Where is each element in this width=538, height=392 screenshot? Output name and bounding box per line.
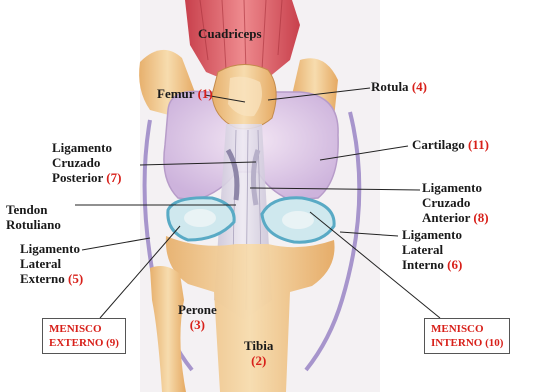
label-ligamento-lateral-externo: Ligamento Lateral Externo (5) [20, 241, 83, 286]
label-ligamento-cruzado-posterior: Ligamento Cruzado Posterior (7) [52, 140, 121, 185]
label-tibia: Tibia (2) [244, 338, 273, 368]
label-cuadriceps: Cuadriceps [198, 26, 262, 41]
label-menisco-interno: MENISCO INTERNO (10) [424, 318, 510, 354]
label-menisco-externo: MENISCO EXTERNO (9) [42, 318, 126, 354]
label-femur: Femur (1) [157, 86, 213, 101]
label-ligamento-lateral-interno: Ligamento Lateral Interno (6) [402, 227, 462, 272]
label-cartilago: Cartilago (11) [412, 137, 489, 152]
label-tendon-rotuliano: Tendon Rotuliano [6, 202, 61, 232]
pointer-lig-lat-ext [82, 238, 150, 250]
label-ligamento-cruzado-anterior: Ligamento Cruzado Anterior (8) [422, 180, 489, 225]
label-perone: Perone (3) [178, 302, 217, 332]
label-rotula: Rotula (4) [371, 79, 427, 94]
